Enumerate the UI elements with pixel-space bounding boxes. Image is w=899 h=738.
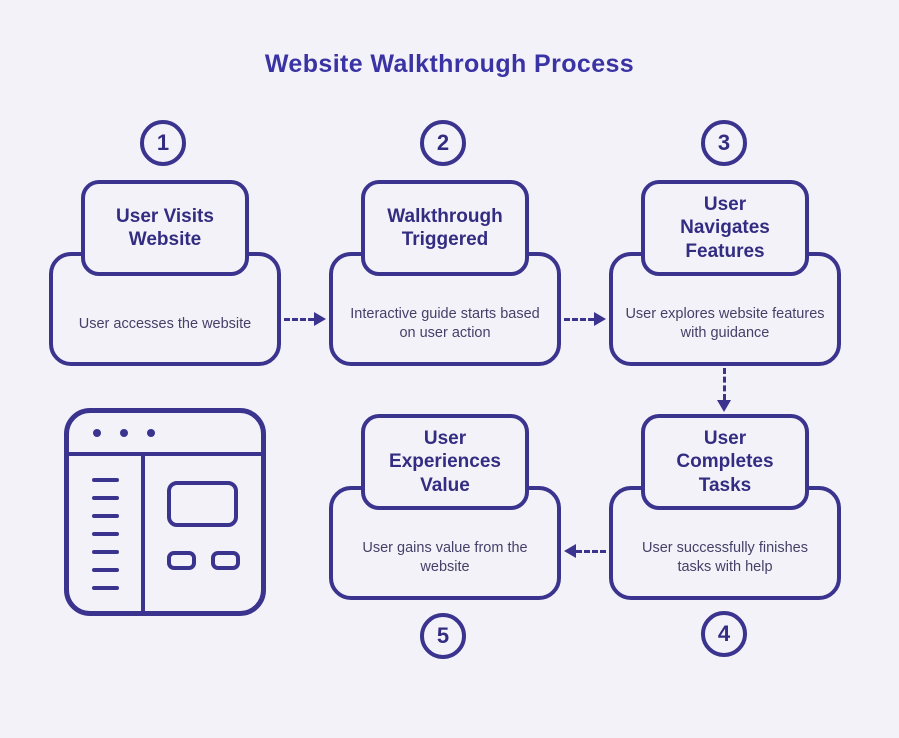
- step-1-title: User Visits Website: [116, 205, 214, 250]
- dashed-line: [722, 368, 726, 400]
- arrow-step4-to-step5-icon: [564, 543, 606, 559]
- step-5-description: User gains value from the website: [362, 540, 528, 575]
- step-2-title: Walkthrough Triggered: [387, 205, 503, 250]
- arrow-step2-to-step3-icon: [564, 311, 606, 327]
- arrowhead-right: [594, 312, 606, 326]
- window-dot-icon: [93, 428, 101, 437]
- step-4-description: User successfully finishes tasks with he…: [642, 540, 808, 575]
- step-4-number: 4: [717, 621, 731, 646]
- content-button-icon: [167, 551, 196, 570]
- sidebar-line: [91, 568, 119, 572]
- browser-content-area: [145, 456, 261, 611]
- window-dot-icon: [120, 428, 128, 437]
- step-4-title: User Completes Tasks: [676, 428, 774, 496]
- arrowhead-left: [564, 544, 576, 558]
- browser-titlebar: [69, 413, 261, 456]
- content-block-icon: [167, 481, 238, 527]
- step-2-title-box: Walkthrough Triggered: [361, 180, 529, 276]
- dashed-line: [284, 317, 314, 321]
- arrow-step3-to-step4-icon: [716, 368, 732, 412]
- step-5-title-box: User Experiences Value: [361, 414, 529, 510]
- step-2-number-badge: 2: [420, 120, 466, 166]
- arrowhead-right: [314, 312, 326, 326]
- step-1-title-box: User Visits Website: [81, 180, 249, 276]
- step-5-number: 5: [436, 623, 450, 648]
- arrow-step1-to-step2-icon: [284, 311, 326, 327]
- sidebar-line: [91, 478, 119, 482]
- step-3-number-badge: 3: [701, 120, 747, 166]
- sidebar-line: [91, 532, 119, 536]
- step-5-number-badge: 5: [420, 613, 466, 659]
- browser-window-icon: [64, 408, 266, 616]
- step-3-number: 3: [717, 130, 731, 155]
- content-button-icon: [211, 551, 240, 570]
- sidebar-line: [91, 586, 119, 590]
- page-title: Website Walkthrough Process: [264, 50, 635, 78]
- step-3-description: User explores website features with guid…: [625, 306, 825, 341]
- content-button-row: [167, 551, 261, 570]
- step-3-title: User Navigates Features: [680, 194, 770, 262]
- step-2-description: Interactive guide starts based on user a…: [350, 306, 540, 341]
- step-4-number-badge: 4: [701, 611, 747, 657]
- sidebar-line: [91, 514, 119, 518]
- sidebar-line: [91, 550, 119, 554]
- sidebar-line: [91, 496, 119, 500]
- browser-body: [69, 456, 261, 611]
- window-dot-icon: [147, 428, 155, 437]
- arrowhead-down: [717, 400, 731, 412]
- step-2-number: 2: [436, 130, 450, 155]
- step-4-title-box: User Completes Tasks: [641, 414, 809, 510]
- step-1-number-badge: 1: [140, 120, 186, 166]
- dashed-line: [564, 317, 594, 321]
- dashed-line: [576, 549, 606, 553]
- step-3-title-box: User Navigates Features: [641, 180, 809, 276]
- step-1-description: User accesses the website: [78, 315, 252, 332]
- step-5-title: User Experiences Value: [389, 428, 501, 496]
- step-1-number: 1: [156, 130, 170, 155]
- browser-sidebar: [69, 456, 145, 611]
